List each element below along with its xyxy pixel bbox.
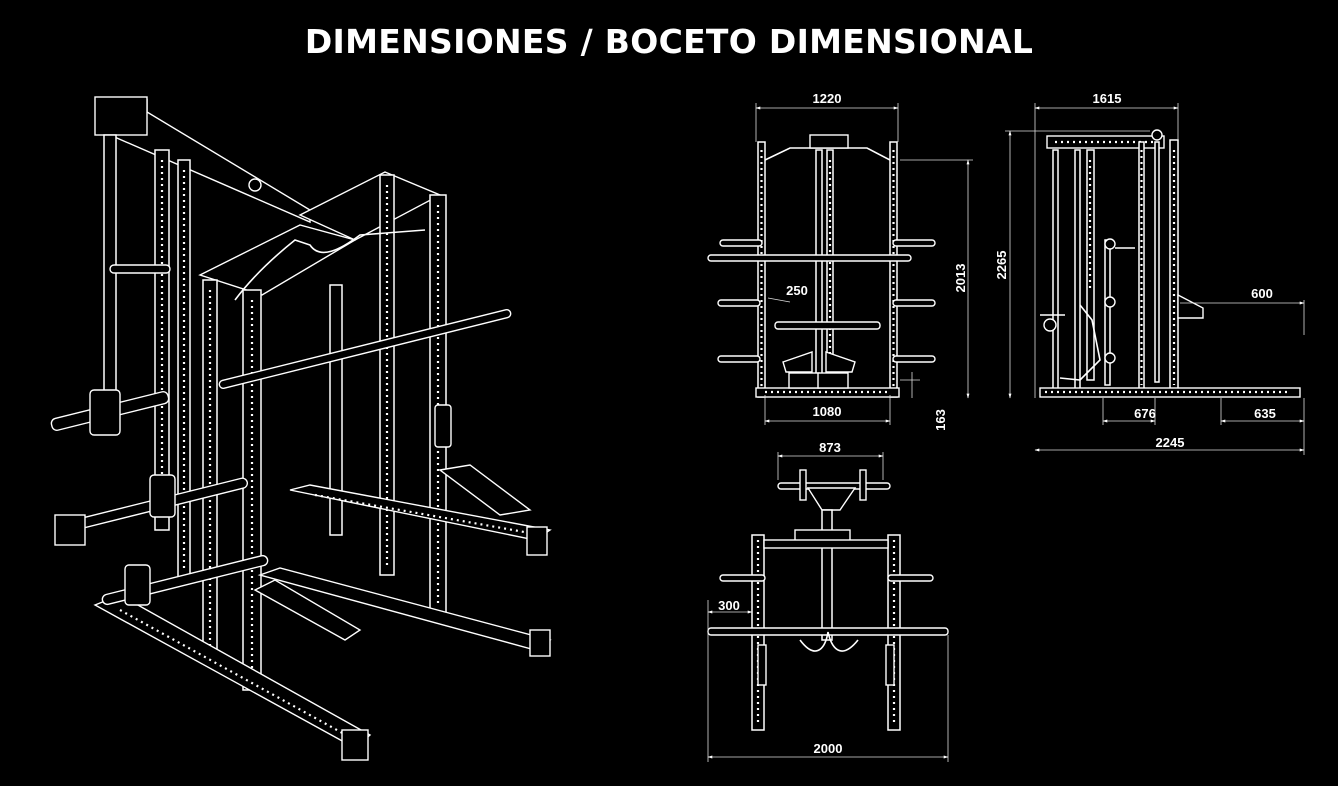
dim-side-top-depth: 1615 <box>1093 91 1122 106</box>
dim-side-inner-depth: 676 <box>1134 406 1156 421</box>
dim-front-width: 1220 <box>813 91 842 106</box>
dim-bar-holder-width: 873 <box>819 440 841 455</box>
dim-side-height: 2265 <box>994 251 1009 280</box>
dim-front-height: 2013 <box>953 264 968 293</box>
dim-front-inner-width: 1080 <box>813 404 842 419</box>
dim-front-base-height: 163 <box>933 409 948 431</box>
dim-bar-overhang: 300 <box>718 598 740 613</box>
dim-spotter-arm: 600 <box>1251 286 1273 301</box>
dim-bench-width: 250 <box>786 283 808 298</box>
dim-total-depth: 2245 <box>1156 435 1185 450</box>
dim-rear-extension: 635 <box>1254 406 1276 421</box>
front-view: 1220 2013 1080 163 250 <box>707 91 973 431</box>
top-view: 873 300 2000 <box>707 440 949 762</box>
dim-total-width: 2000 <box>814 741 843 756</box>
page-title: DIMENSIONES / BOCETO DIMENSIONAL <box>304 22 1034 61</box>
side-view: 1615 2265 600 676 635 2245 <box>994 91 1305 455</box>
isometric-view <box>50 96 552 761</box>
